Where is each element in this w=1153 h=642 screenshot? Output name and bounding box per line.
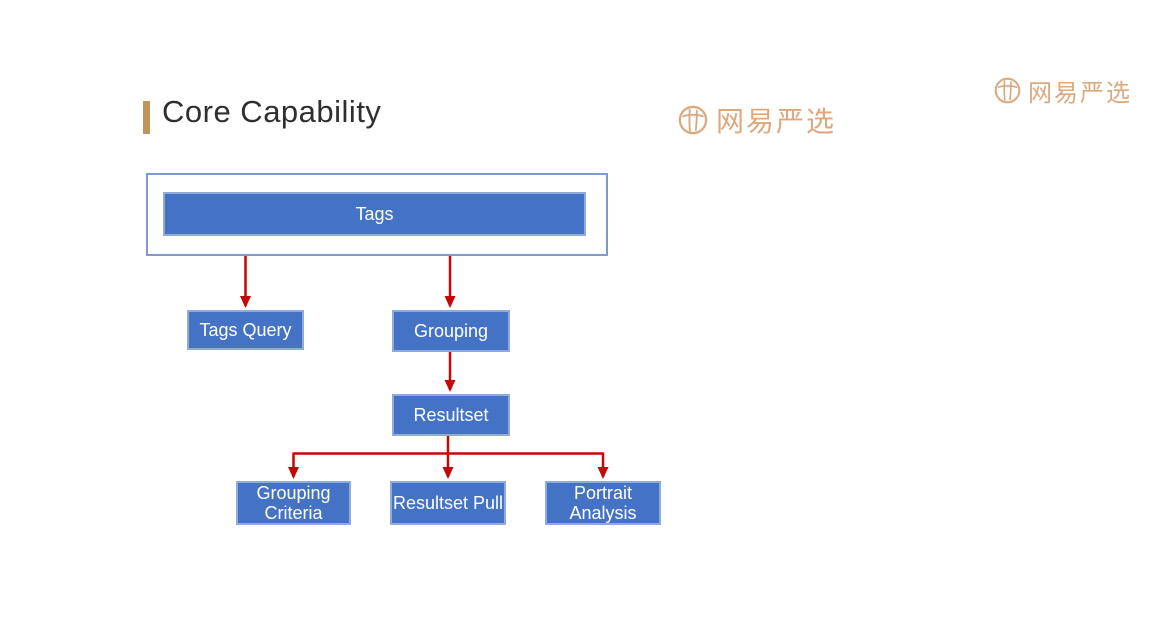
page-title: Core Capability [162, 94, 382, 129]
yanxuan-logo-icon [678, 105, 708, 135]
brand-logo-text: 网易严选 [1028, 80, 1132, 107]
node-portrait-analysis: Portrait Analysis [545, 481, 661, 525]
brand-logo-text: 网易严选 [716, 106, 837, 137]
node-tags: Tags [163, 192, 586, 236]
brand-logo-center: 网易严选 [678, 100, 836, 140]
node-resultset-pull: Resultset Pull [390, 481, 506, 525]
node-grouping-criteria: Grouping Criteria [236, 481, 351, 525]
node-grouping: Grouping [392, 310, 510, 352]
node-tags-query: Tags Query [187, 310, 304, 350]
brand-logo-top-right: 网易严选 [994, 73, 1132, 108]
node-resultset: Resultset [392, 394, 510, 436]
title-accent-bar [143, 101, 150, 134]
yanxuan-logo-icon [994, 77, 1021, 104]
